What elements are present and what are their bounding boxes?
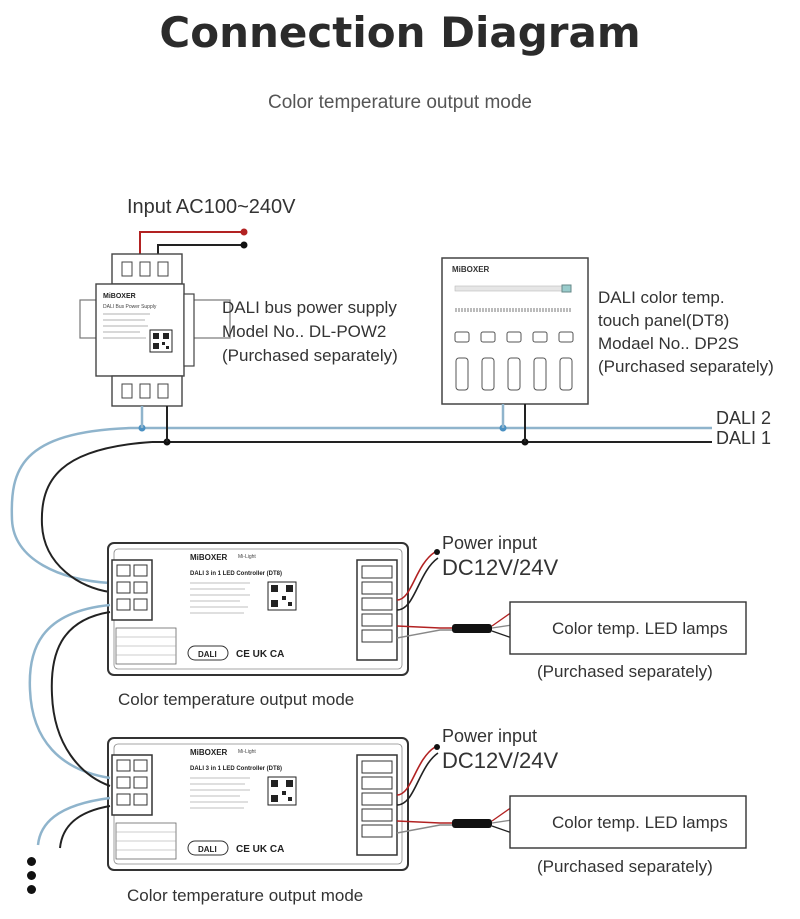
page-title: Connection Diagram xyxy=(159,8,641,57)
power-supply-caption-line2: Model No.. DL-POW2 xyxy=(222,322,387,341)
controller-2-voltage-label: DC12V/24V xyxy=(442,748,559,773)
touch-panel-caption-line4: (Purchased separately) xyxy=(598,357,774,376)
controller-2-dali-badge: DALI xyxy=(198,845,217,854)
controller-1-device: MiBOXER Mi-Light DALI 3 in 1 LED Control… xyxy=(107,542,747,676)
touch-panel-caption: DALI color temp. touch panel(DT8) Modael… xyxy=(598,286,774,378)
controller-2-device: MiBOXER Mi-Light DALI 3 in 1 LED Control… xyxy=(107,737,747,871)
continuation-dot xyxy=(27,871,36,880)
controller-2-lamps-label: Color temp. LED lamps xyxy=(552,813,728,832)
ac-input-label: Input AC100~240V xyxy=(127,196,296,218)
controller-1-lamps-note: (Purchased separately) xyxy=(537,662,713,681)
panel-brand-text: MiBOXER xyxy=(452,265,490,274)
controller-1-cert-marks: CE UK CA xyxy=(236,649,284,660)
power-supply-caption: DALI bus power supply Model No.. DL-POW2… xyxy=(222,296,398,368)
controller-1-voltage-label: DC12V/24V xyxy=(442,555,559,580)
controller-2-model-text: DALI 3 in 1 LED Controller (DT8) xyxy=(190,766,282,772)
dali1-chain-cable xyxy=(50,611,111,787)
dali2-left-cable xyxy=(10,426,131,585)
dali2-chain-cable xyxy=(28,603,111,780)
ac-input-red-wire xyxy=(139,231,242,258)
power-supply-device: MiBOXER DALI Bus Power Supply xyxy=(79,228,248,442)
controller-2-tag-text: Mi-Light xyxy=(238,749,256,755)
daisy-chain-cables xyxy=(28,603,111,849)
supply-brand-text: MiBOXER xyxy=(103,293,136,300)
controller-1-brand-text: MiBOXER xyxy=(190,553,228,562)
controller-2-cert-marks: CE UK CA xyxy=(236,844,284,855)
page-subtitle: Color temperature output mode xyxy=(267,92,533,113)
dali1-bus-label: DALI 1 xyxy=(716,428,772,448)
controller-1-mode-label: Color temperature output mode xyxy=(118,690,355,709)
controller-2-mode-label: Color temperature output mode xyxy=(127,886,364,905)
touch-panel-caption-line3: Modael No.. DP2S xyxy=(598,334,739,353)
controller-1-dali-badge: DALI xyxy=(198,650,217,659)
dali1-chain-cable-2 xyxy=(59,805,111,849)
touch-panel-caption-line2: touch panel(DT8) xyxy=(598,311,730,330)
dali1-left-cable xyxy=(40,441,153,593)
controller-1-tag-text: Mi-Light xyxy=(238,554,256,560)
controller-1-lamps-label: Color temp. LED lamps xyxy=(552,619,728,638)
dali2-chain-cable-2 xyxy=(36,796,111,846)
controller-1-model-text: DALI 3 in 1 LED Controller (DT8) xyxy=(190,571,282,577)
touch-panel-device: MiBOXER xyxy=(441,257,589,442)
power-supply-caption-line1: DALI bus power supply xyxy=(222,298,397,317)
continuation-dot xyxy=(27,857,36,866)
touch-panel-caption-line1: DALI color temp. xyxy=(598,288,725,307)
controller-2-power-label: Power input xyxy=(442,726,538,746)
controller-1-power-label: Power input xyxy=(442,533,538,553)
controller-2-brand-text: MiBOXER xyxy=(190,748,228,757)
power-supply-caption-line3: (Purchased separately) xyxy=(222,346,398,365)
dali2-bus-label: DALI 2 xyxy=(716,408,772,428)
supply-device-text: DALI Bus Power Supply xyxy=(103,304,157,310)
continuation-dot xyxy=(27,885,36,894)
controller-2-lamps-note: (Purchased separately) xyxy=(537,857,713,876)
